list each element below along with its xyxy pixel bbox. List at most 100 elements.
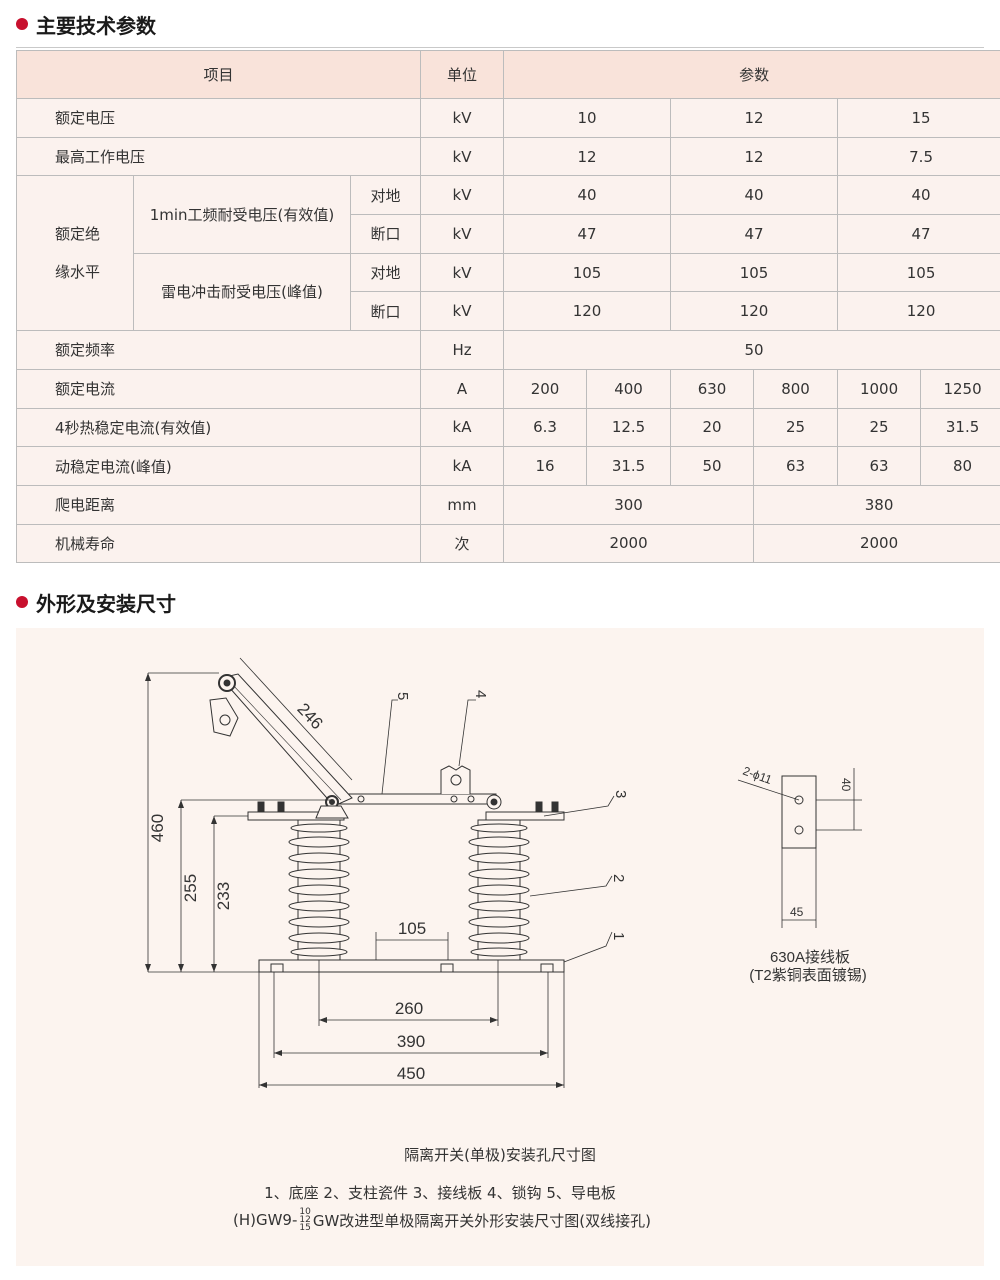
cell-value: 31.5: [920, 407, 1000, 448]
blade-bracket: [209, 697, 239, 737]
insulation-label-line2: 缘水平: [55, 263, 101, 282]
row-unit: kV: [420, 175, 505, 216]
caption-model-suffix: GW改进型单极隔离开关外形安装尺寸图(双线接孔): [312, 1211, 652, 1230]
dim-label-450: 450: [397, 1064, 425, 1083]
table-header-row: 项目 单位 参数: [15, 50, 1000, 99]
table-row: 机械寿命 次 2000 2000: [15, 523, 1000, 564]
dim-arrow: [259, 1082, 267, 1088]
section-title-specs: 主要技术参数: [16, 10, 156, 38]
insulator-right: [468, 819, 530, 961]
row-label: 4秒热稳定电流(有效值): [15, 407, 422, 448]
section-title-text: 外形及安装尺寸: [36, 591, 176, 616]
cell-value: 7.5: [837, 136, 1000, 177]
table-row: 额定绝 缘水平 1min工频耐受电压(有效值) 对地 kV 40 40 40: [16, 175, 1000, 332]
blade-base: [315, 805, 349, 819]
header-param: 参数: [503, 50, 1000, 99]
dim-label-105: 105: [398, 919, 426, 938]
dim-arrow: [211, 964, 217, 972]
row-unit: mm: [420, 484, 505, 525]
sub-label: 对地: [349, 252, 422, 293]
insulation-label-line1: 额定绝: [55, 225, 101, 244]
lightning-label: 雷电冲击耐受电压(峰值): [133, 252, 351, 332]
plate-hole: [794, 795, 804, 805]
cell-value: 200: [503, 368, 588, 409]
cell-value: 2000: [753, 523, 1000, 564]
cell-value: 1000: [837, 368, 922, 409]
dim-label-255: 255: [181, 874, 200, 902]
cell-value: 630: [670, 368, 755, 409]
cell-value: 12: [670, 136, 839, 177]
row-unit: Hz: [420, 330, 505, 370]
row-label: 机械寿命: [15, 523, 422, 564]
dim-arrow: [211, 816, 217, 824]
caption-model-prefix: (H)GW9-: [232, 1211, 298, 1229]
row-label: 额定电压: [15, 98, 422, 138]
cell-value: 15: [837, 98, 1000, 138]
callout-5: 5: [394, 692, 411, 700]
blade-pivot-bottom-center: [329, 799, 335, 805]
dim-label-45: 45: [790, 905, 804, 919]
base-slot: [440, 963, 454, 973]
leader-4: [458, 699, 476, 767]
lock-hook: [440, 765, 471, 794]
cell-value: 16: [503, 446, 588, 486]
dim-line-246: [239, 657, 353, 781]
cell-value: 47: [503, 214, 672, 254]
callout-3: 3: [612, 790, 629, 798]
caption-model: (H)GW9- 10 12 15 GW改进型单极隔离开关外形安装尺寸图(双线接孔…: [0, 1207, 926, 1233]
cell-value: 120: [670, 291, 839, 332]
cell-value: 12: [503, 136, 672, 177]
bolt: [277, 801, 285, 813]
row-unit: kV: [420, 98, 505, 138]
dim-arrow: [178, 964, 184, 972]
dim-label-390: 390: [397, 1032, 425, 1051]
leader-2: [529, 875, 613, 897]
dim-arrow: [319, 1017, 327, 1023]
cell-value: 40: [670, 175, 839, 216]
row-unit: 次: [420, 523, 505, 564]
sub-label: 对地: [349, 175, 422, 216]
dim-label-40: 40: [839, 778, 853, 792]
caption-model-sub: 10: [299, 1207, 311, 1217]
table-row: 断口 kV 120 120 120: [17, 291, 1000, 332]
cell-value: 2000: [503, 523, 755, 564]
row-unit: kA: [420, 407, 505, 448]
cell-value: 120: [503, 291, 672, 332]
cell-value: 40: [837, 175, 1000, 216]
dim-arrow: [540, 1050, 548, 1056]
terminal-plate-right: [485, 811, 565, 821]
cell-value: 40: [503, 175, 672, 216]
blade-inner-line: [231, 683, 342, 801]
table-row: 爬电距离 mm 300 380: [15, 484, 1000, 525]
cell-value: 400: [586, 368, 672, 409]
caption-model-sub: 12: [299, 1215, 311, 1225]
insulation-label: 额定绝 缘水平: [16, 175, 134, 332]
cell-value: 6.3: [503, 407, 588, 448]
cell-value: 50: [670, 446, 755, 486]
caption-legend: 1、底座 2、支柱瓷件 3、接线板 4、锁钩 5、导电板: [264, 1184, 616, 1202]
bolt: [257, 801, 265, 813]
caption-model-stack: 10 12 15: [299, 1207, 311, 1233]
caption-title: 隔离开关(单极)安装孔尺寸图: [404, 1146, 596, 1164]
cell-value: 47: [670, 214, 839, 254]
bullet-icon: [16, 596, 28, 608]
cell-value: 31.5: [586, 446, 672, 486]
callout-1: 1: [610, 932, 627, 940]
cell-value: 25: [837, 407, 922, 448]
row-label: 爬电距离: [15, 484, 422, 525]
table-row: 动稳定电流(峰值) kA 16 31.5 50 63 63 80: [15, 446, 1000, 486]
cell-value: 105: [670, 252, 839, 293]
dim-arrow: [556, 1082, 564, 1088]
row-unit: kV: [420, 291, 505, 332]
table-row: 雷电冲击耐受电压(峰值) 对地 kV 105 105 105: [17, 252, 1000, 332]
table-row: 4秒热稳定电流(有效值) kA 6.3 12.5 20 25 25 31.5: [15, 407, 1000, 448]
row-unit: kV: [420, 136, 505, 177]
cell-value: 12: [670, 98, 839, 138]
hole: [357, 795, 365, 803]
row-label: 额定频率: [15, 330, 422, 370]
dim-label-233: 233: [214, 882, 233, 910]
row-label: 额定电流: [15, 368, 422, 409]
base-plate: [258, 959, 565, 973]
table-row: 最高工作电压 kV 12 12 7.5: [15, 136, 1000, 177]
header-item: 项目: [15, 50, 422, 99]
